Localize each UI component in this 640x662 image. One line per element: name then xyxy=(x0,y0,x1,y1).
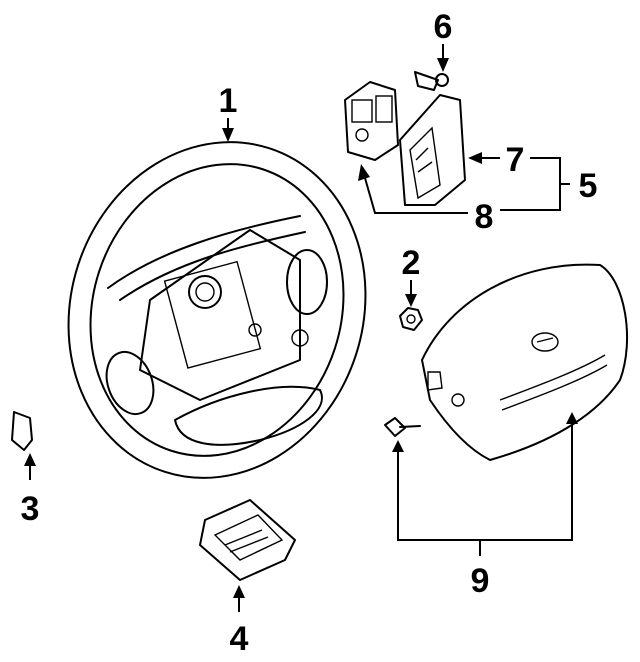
steering-wheel xyxy=(67,141,367,479)
callout-6: 6 xyxy=(434,8,453,46)
lower-cover xyxy=(199,499,296,581)
horn-pad xyxy=(399,94,466,206)
trim-clip xyxy=(11,411,33,451)
leader-lines xyxy=(24,44,578,612)
callout-1: 1 xyxy=(219,82,238,120)
nut xyxy=(399,307,423,331)
callout-8: 8 xyxy=(475,198,494,236)
callout-7: 7 xyxy=(506,141,525,179)
callout-3: 3 xyxy=(21,490,40,528)
switch-assembly xyxy=(344,81,399,161)
callout-2: 2 xyxy=(402,244,421,282)
air-bag-module xyxy=(384,263,629,461)
callout-4: 4 xyxy=(230,620,249,658)
callout-5: 5 xyxy=(579,167,598,205)
callout-9: 9 xyxy=(471,562,490,600)
screw xyxy=(414,71,449,91)
